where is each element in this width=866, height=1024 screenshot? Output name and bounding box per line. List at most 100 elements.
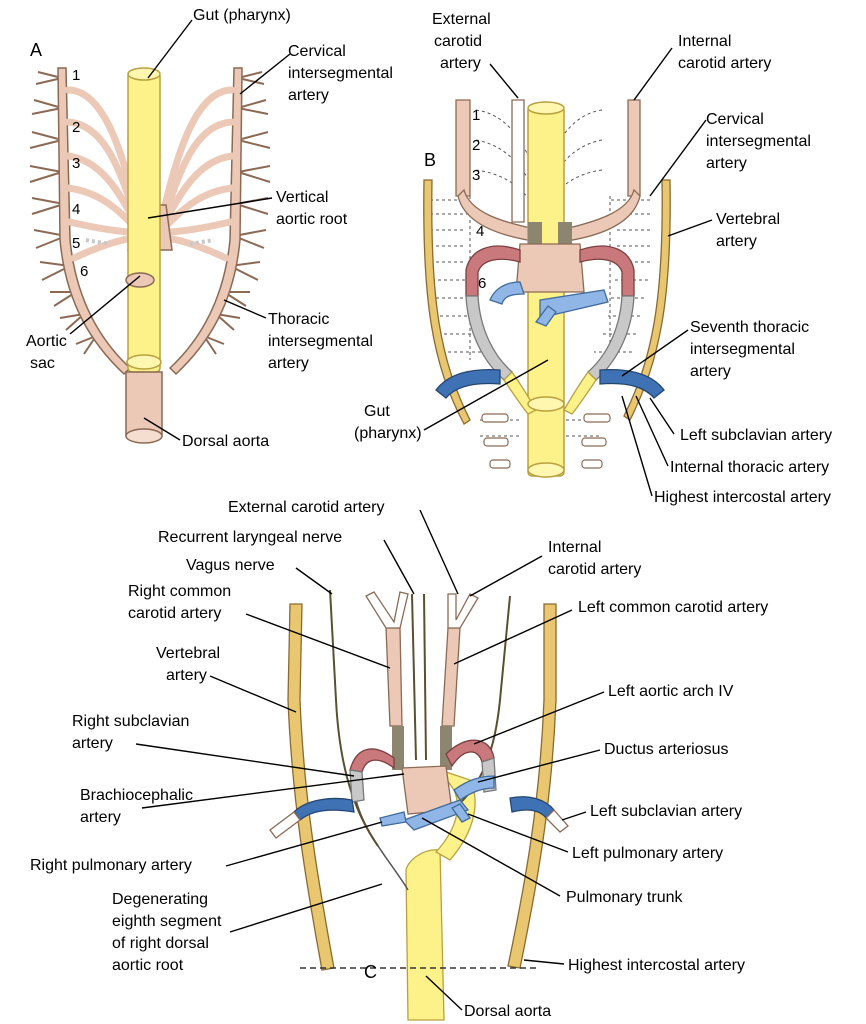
label-vertical-a-1: Vertical: [276, 189, 328, 206]
label-ductus-c: Ductus arteriosus: [604, 741, 729, 758]
leader-left-subclavian-c: [561, 811, 587, 821]
leader-aortic-sac-a: [69, 275, 141, 335]
label-seventh-b-3: artery: [690, 363, 731, 380]
label-thoracic-a-3: artery: [268, 355, 309, 372]
label-right-common-c-2: carotid artery: [128, 605, 221, 622]
label-gut-b-1: Gut: [364, 403, 390, 420]
label-degenerating-c-3: of right dorsal: [112, 935, 209, 952]
label-left-pulmonary-c: Left pulmonary artery: [572, 845, 723, 862]
leader-right-common-c: [245, 613, 391, 669]
vertebral-artery-right-c: [507, 603, 557, 969]
label-external-carotid-b-1: External: [432, 11, 491, 28]
arch-number-4-a: 4: [72, 201, 80, 218]
panel-b: 1 2 3 4 6 B External carotid artery Inte…: [354, 11, 832, 506]
leader-cervical-b: [649, 119, 707, 197]
vertebral-artery-left-c: [287, 603, 335, 971]
label-external-carotid-b-2: carotid: [434, 33, 482, 50]
label-cervical-b-1: Cervical: [706, 111, 764, 128]
label-dorsal-aorta-a: Dorsal aorta: [182, 433, 269, 450]
aortic-arches-right-a: [160, 86, 236, 262]
label-gut-b-2: (pharynx): [354, 425, 422, 442]
leader-pulmonary-trunk-c: [421, 817, 561, 897]
leader-left-common-c: [453, 609, 573, 665]
label-cervical-a-3: artery: [288, 87, 329, 104]
label-degenerating-c-4: aortic root: [112, 957, 184, 974]
gut-top-opening-b: [527, 101, 565, 115]
label-cervical-a-1: Cervical: [288, 43, 346, 60]
ductus-arteriosus-c: [453, 775, 495, 801]
right-subclavian-white-c: [269, 811, 301, 839]
subclavian-left-b: [435, 368, 501, 399]
internal-carotid-right-b: [627, 99, 641, 197]
label-left-subclavian-c: Left subclavian artery: [590, 803, 742, 820]
label-seventh-b-1: Seventh thoracic: [690, 319, 809, 336]
label-right-common-c-1: Right common: [128, 583, 231, 600]
label-vertebral-c-1: Vertebral: [156, 645, 220, 662]
leader-dorsal-aorta-a: [143, 417, 181, 441]
sixth-arch-left-b: [489, 281, 525, 305]
leader-left-pulmonary-c: [467, 813, 569, 853]
label-degenerating-c-1: Degenerating: [112, 891, 208, 908]
panel-label-b: B: [424, 150, 436, 170]
gut-pharynx-a: [127, 71, 161, 373]
leader-highest-intercostal-c: [523, 959, 565, 965]
label-left-common-c: Left common carotid artery: [578, 599, 768, 616]
leader-internal-carotid-c: [469, 555, 543, 597]
dorsal-aorta-opening-a: [125, 428, 163, 444]
arch-number-5-a: 5: [72, 235, 80, 252]
dark-segment-left-b: [528, 222, 542, 246]
left-common-carotid-c: [441, 627, 461, 727]
dark-segment-right-b: [558, 222, 572, 246]
aortic-sac-opening: [125, 272, 155, 288]
leader-right-pulmonary-c: [225, 821, 383, 867]
label-highest-intercostal-b: Highest intercostal artery: [654, 489, 831, 506]
gut-top-opening-a: [127, 67, 161, 81]
label-thoracic-a-2: intersegmental: [268, 333, 373, 350]
label-brachio-c-2: artery: [80, 809, 121, 826]
arch-number-1-a: 1: [72, 67, 80, 84]
leader-vertebral-c: [209, 675, 297, 713]
label-vertebral-c-2: artery: [166, 667, 207, 684]
label-cervical-b-2: intersegmental: [706, 133, 811, 150]
arch-number-6-b: 6: [478, 275, 486, 292]
leader-vertical-a: [147, 197, 273, 219]
label-left-subclavian-b: Left subclavian artery: [680, 427, 832, 444]
leader-left-arch-c: [473, 691, 605, 745]
left-subclavian-white-c: [545, 809, 569, 833]
leader-external-carotid-c: [419, 509, 459, 595]
leader-external-carotid-b: [489, 63, 519, 99]
label-aortic-sac-a-1: Aortic: [26, 333, 67, 350]
arch-number-3-a: 3: [72, 155, 80, 172]
label-external-carotid-c: External carotid artery: [228, 499, 385, 516]
gray-segment-left-b: [465, 295, 513, 381]
leader-seventh-b: [621, 329, 689, 377]
label-vertebral-b-2: artery: [716, 233, 757, 250]
label-internal-carotid-b-2: carotid artery: [678, 55, 771, 72]
label-gut-pharynx-a: Gut (pharynx): [193, 7, 291, 24]
arch-number-2-b: 2: [472, 137, 480, 154]
external-carotid-left-b: [511, 99, 525, 223]
right-dorsal-aorta-a: [168, 67, 243, 376]
intercostal-stubs-b: [481, 413, 611, 469]
aortic-arches-left-a: [64, 86, 140, 262]
leader-cervical-a: [239, 53, 291, 95]
recurrent-laryngeal-nerve-c: [411, 593, 427, 761]
leader-degenerating-c: [229, 883, 383, 933]
fifth-arch-dotted: [85, 238, 215, 246]
label-internal-carotid-c-1: Internal: [548, 539, 601, 556]
leader-gut-b: [423, 359, 549, 431]
leader-brachio-c: [141, 773, 405, 809]
label-vertical-a-2: aortic root: [276, 211, 348, 228]
leader-dorsal-aorta-c: [425, 975, 463, 1011]
label-degenerating-c-2: eighth segment: [112, 913, 222, 930]
subclavian-right-b: [599, 368, 665, 399]
leader-vagus-c: [295, 567, 333, 595]
gut-bottom-opening-a: [126, 354, 162, 370]
panel-c: C External carotid artery Recurrent lary…: [30, 499, 768, 1021]
gut-bottom-opening-b: [527, 396, 565, 412]
label-cervical-a-2: intersegmental: [288, 65, 393, 82]
label-aortic-sac-a-2: sac: [30, 355, 55, 372]
arch-number-2-a: 2: [72, 119, 80, 136]
